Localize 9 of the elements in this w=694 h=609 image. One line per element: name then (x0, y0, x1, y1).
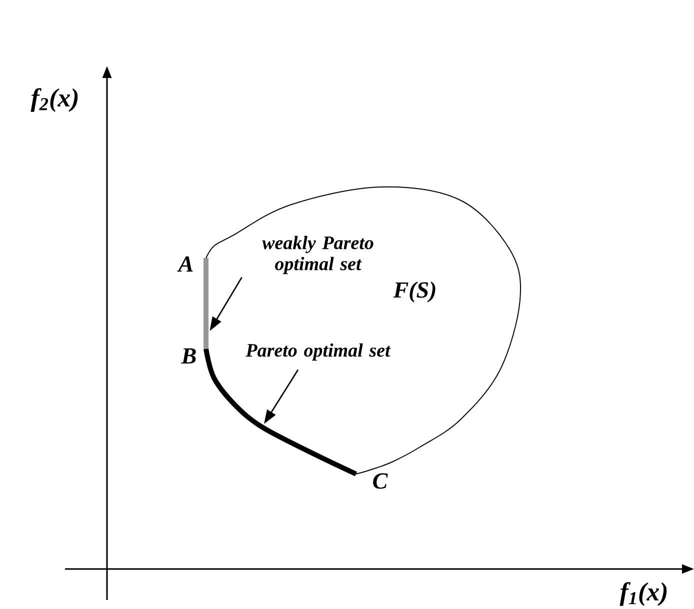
axis-label: f$_{2}$(x) (30, 88, 78, 112)
region-label: F(S) (393, 282, 436, 302)
annotation-text: weakly Pareto optimal set (262, 236, 374, 274)
point-label: B (181, 348, 196, 364)
axis-label: f$_{1}$(x) (620, 582, 667, 606)
point-label: C (373, 473, 388, 489)
point-label: A (177, 256, 193, 272)
annotation-text: Pareto optimal set (246, 343, 391, 361)
boundary-segment (204, 258, 208, 350)
